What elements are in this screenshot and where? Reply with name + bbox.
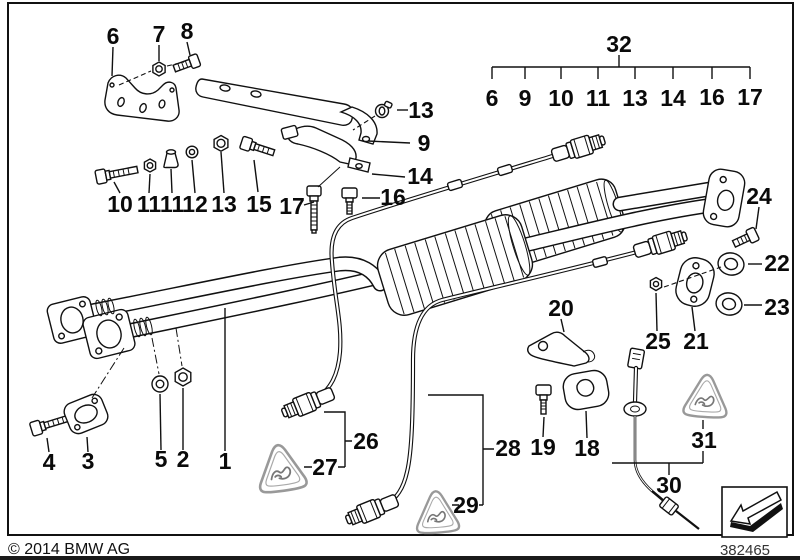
callout-15[interactable]: 15 bbox=[246, 191, 272, 217]
oxygen-sensor-28 bbox=[344, 494, 400, 526]
callout-12[interactable]: 12 bbox=[182, 191, 208, 217]
bolt-17 bbox=[306, 185, 322, 234]
construction-lines bbox=[91, 61, 722, 399]
callout-26[interactable]: 26 bbox=[353, 428, 379, 454]
callout-19[interactable]: 19 bbox=[530, 434, 556, 460]
callout-32-member-6[interactable]: 6 bbox=[486, 85, 499, 111]
nut-7 bbox=[152, 61, 166, 77]
bracket-6 bbox=[104, 74, 180, 122]
diagram-number: 382465 bbox=[720, 542, 770, 559]
copyright-text: © 2014 BMW AG bbox=[8, 541, 130, 558]
callout-17[interactable]: 17 bbox=[279, 193, 305, 219]
callout-32[interactable]: 32 bbox=[606, 31, 632, 57]
mount-bracket-20 bbox=[526, 331, 596, 367]
callout-9[interactable]: 9 bbox=[418, 130, 431, 156]
callout-32-member-10[interactable]: 10 bbox=[548, 85, 574, 111]
catalytic-converter-front bbox=[376, 214, 534, 316]
washer-12 bbox=[185, 145, 199, 159]
bolt-10 bbox=[94, 165, 139, 185]
callout-29[interactable]: 29 bbox=[453, 492, 479, 518]
callout-32-member-11[interactable]: 11 bbox=[586, 85, 611, 111]
callout-18[interactable]: 18 bbox=[574, 435, 600, 461]
callout-21[interactable]: 21 bbox=[683, 328, 709, 354]
callout-1[interactable]: 1 bbox=[219, 448, 232, 474]
outlet-flange bbox=[702, 168, 746, 228]
callout-30[interactable]: 30 bbox=[656, 472, 682, 498]
bolt-19 bbox=[535, 384, 552, 415]
callout-28[interactable]: 28 bbox=[495, 435, 521, 461]
oxygen-sensor-upper bbox=[550, 133, 606, 162]
callout-20[interactable]: 20 bbox=[548, 295, 574, 321]
callout-32-member-13[interactable]: 13 bbox=[622, 85, 648, 111]
leader-lines bbox=[46, 41, 762, 506]
clamp-bracket-14 bbox=[280, 124, 371, 173]
nut-11a bbox=[143, 158, 157, 173]
callout-2[interactable]: 2 bbox=[177, 446, 190, 472]
callout-27[interactable]: 27 bbox=[312, 454, 338, 480]
seal-ring-23 bbox=[715, 292, 743, 316]
callout-13a[interactable]: 13 bbox=[408, 97, 434, 123]
callout-22[interactable]: 22 bbox=[764, 250, 790, 276]
nut-13 bbox=[213, 134, 229, 153]
callout-7[interactable]: 7 bbox=[153, 21, 166, 47]
callout-24[interactable]: 24 bbox=[746, 183, 772, 209]
callout-32-member-14[interactable]: 14 bbox=[660, 85, 686, 111]
direction-arrow-box bbox=[721, 486, 788, 538]
seal-ring-22 bbox=[717, 252, 745, 276]
bottom-rule bbox=[0, 556, 800, 560]
inlet-flange-2 bbox=[82, 308, 136, 360]
bolt-8 bbox=[172, 53, 202, 73]
callout-23[interactable]: 23 bbox=[764, 294, 790, 320]
callout-13b[interactable]: 13 bbox=[211, 191, 237, 217]
oxygen-sensor-26 bbox=[280, 387, 336, 419]
bellows-rings bbox=[95, 297, 153, 338]
callout-25[interactable]: 25 bbox=[645, 328, 671, 354]
bolt-16 bbox=[341, 187, 358, 215]
support-bar-9 bbox=[195, 78, 378, 145]
callout-16[interactable]: 16 bbox=[380, 184, 406, 210]
nut-25 bbox=[649, 276, 663, 292]
flange-21 bbox=[675, 257, 715, 307]
callout-labels: 6 7 8 32 6 9 10 11 13 14 16 17 13 9 14 1… bbox=[43, 18, 790, 518]
direction-arrow-icon bbox=[729, 490, 782, 525]
nut-2 bbox=[174, 367, 192, 387]
plug-13 bbox=[374, 100, 393, 119]
exhaust-assembly-artwork bbox=[46, 133, 746, 530]
callout-11a[interactable]: 11 bbox=[137, 191, 162, 217]
callout-3[interactable]: 3 bbox=[82, 448, 95, 474]
washer-5 bbox=[151, 375, 169, 393]
callout-5[interactable]: 5 bbox=[155, 446, 168, 472]
cap-nut-11b bbox=[163, 149, 179, 169]
bolt-24 bbox=[731, 226, 760, 248]
callout-32-member-17[interactable]: 17 bbox=[737, 84, 763, 110]
callout-10[interactable]: 10 bbox=[107, 191, 133, 217]
callout-14[interactable]: 14 bbox=[407, 163, 433, 189]
callout-6[interactable]: 6 bbox=[107, 23, 120, 49]
gasket-3 bbox=[63, 393, 109, 435]
oxygen-sensor-mid bbox=[632, 229, 688, 258]
callout-11b[interactable]: 11 bbox=[160, 191, 185, 217]
temp-sensor-30 bbox=[623, 347, 700, 530]
callout-31[interactable]: 31 bbox=[691, 427, 717, 453]
bolt-15 bbox=[239, 135, 276, 157]
callout-32-member-16[interactable]: 16 bbox=[699, 84, 725, 110]
callout-32-member-9[interactable]: 9 bbox=[519, 85, 532, 111]
rubber-mount-18 bbox=[562, 369, 610, 411]
callout-4[interactable]: 4 bbox=[43, 449, 56, 475]
callout-8[interactable]: 8 bbox=[181, 18, 194, 44]
